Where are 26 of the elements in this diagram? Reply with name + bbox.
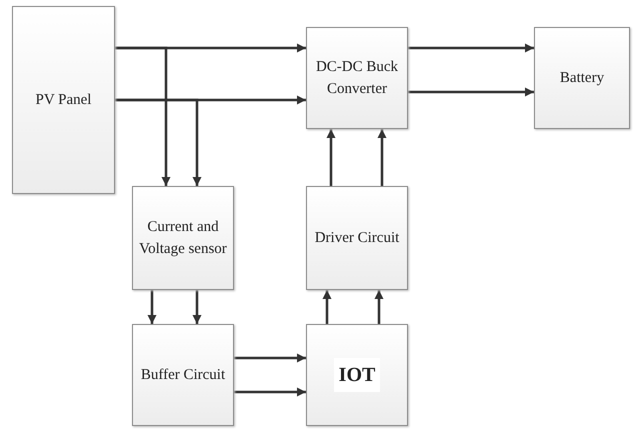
arrow [192, 290, 202, 324]
arrow [148, 290, 156, 324]
block-label: IOT [334, 358, 380, 392]
block-label: PV Panel [34, 90, 92, 110]
arrow [115, 46, 170, 186]
block-label: Driver Circuit [314, 228, 400, 248]
arrow [322, 290, 332, 324]
block-label: Buffer Circuit [140, 366, 226, 385]
block-box [306, 27, 408, 129]
block-box [132, 186, 234, 290]
arrow [374, 290, 384, 324]
arrow [234, 354, 306, 362]
arrow [378, 129, 386, 186]
block-label: DC-DC Buck Converter [314, 58, 400, 99]
block-label: Battery [558, 68, 606, 88]
block-box [306, 186, 408, 290]
block-label: Current and Voltage sensor [138, 218, 228, 259]
arrow [326, 129, 336, 186]
block-box [132, 324, 234, 426]
arrow [408, 88, 534, 96]
arrow [408, 44, 534, 52]
block-box [534, 27, 630, 129]
block-box [12, 6, 115, 194]
block-box [306, 324, 408, 426]
arrow [234, 388, 306, 396]
arrow [115, 98, 202, 186]
